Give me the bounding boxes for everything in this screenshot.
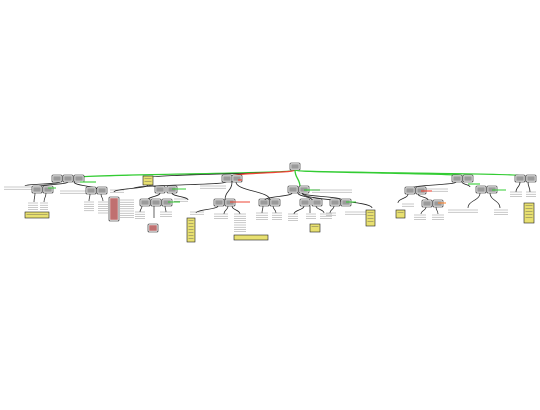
note-box <box>24 211 50 219</box>
connector-line <box>224 181 233 201</box>
note-box <box>233 234 269 241</box>
connector-line <box>235 181 271 201</box>
note-box <box>365 209 376 227</box>
connector-line <box>33 192 36 203</box>
connector-line <box>171 192 189 201</box>
connector-line <box>261 205 264 214</box>
connector-line <box>397 193 409 204</box>
connector-line <box>297 192 313 201</box>
connector-line <box>113 184 149 193</box>
objection-box <box>110 198 118 220</box>
connector-line <box>139 205 143 213</box>
note-box <box>142 175 154 186</box>
support-connector <box>294 169 301 188</box>
note-box <box>395 209 406 219</box>
claim-box <box>98 188 106 193</box>
support-connector <box>74 169 296 179</box>
claim-box <box>163 200 171 205</box>
connector-line <box>301 192 343 201</box>
objection-box <box>149 225 157 231</box>
claim-box <box>271 200 279 205</box>
claim-box <box>152 200 160 205</box>
connector-line <box>43 192 47 203</box>
connector-line <box>24 181 61 187</box>
connector-line <box>467 192 481 209</box>
claim-box <box>87 188 95 193</box>
claim-box <box>215 200 223 205</box>
claim-box <box>406 188 414 193</box>
root-claim <box>291 164 299 169</box>
claim-box <box>301 200 309 205</box>
connector-line <box>489 192 501 209</box>
claim-box <box>53 176 61 181</box>
connector-line <box>515 181 521 193</box>
connector-line <box>231 205 241 215</box>
claim-box <box>64 176 72 181</box>
claim-box <box>260 200 268 205</box>
support-connector <box>294 169 523 177</box>
connector-line <box>164 205 167 213</box>
connector-line <box>435 206 439 215</box>
claim-box <box>75 176 83 181</box>
connector-line <box>195 205 219 214</box>
claim-box <box>516 176 524 181</box>
connector-line <box>293 205 305 215</box>
claim-box <box>33 187 41 192</box>
claim-box <box>423 201 431 206</box>
claim-box <box>453 176 461 181</box>
connector-line <box>88 193 91 202</box>
connector-line <box>100 193 104 202</box>
claim-box <box>464 176 472 181</box>
connector-line <box>329 205 335 214</box>
connector-line <box>223 205 229 215</box>
claim-box <box>477 187 485 192</box>
claim-box <box>156 187 164 192</box>
claim-box <box>233 176 241 181</box>
claim-box <box>223 176 231 181</box>
connector-line <box>133 181 227 189</box>
claim-box <box>141 200 149 205</box>
claim-box <box>44 187 52 192</box>
connector-line <box>272 205 277 214</box>
claim-box <box>289 187 297 192</box>
note-box <box>309 223 321 233</box>
connector-line <box>527 181 531 193</box>
connector-line <box>461 181 471 188</box>
connector-line <box>315 205 325 214</box>
claim-box <box>527 176 535 181</box>
note-box <box>186 217 196 243</box>
note-box <box>523 202 535 224</box>
claim-box <box>313 200 321 205</box>
connector-line <box>420 206 427 215</box>
connector-line <box>264 192 293 201</box>
connector-line <box>417 193 429 201</box>
claim-box <box>331 200 339 205</box>
